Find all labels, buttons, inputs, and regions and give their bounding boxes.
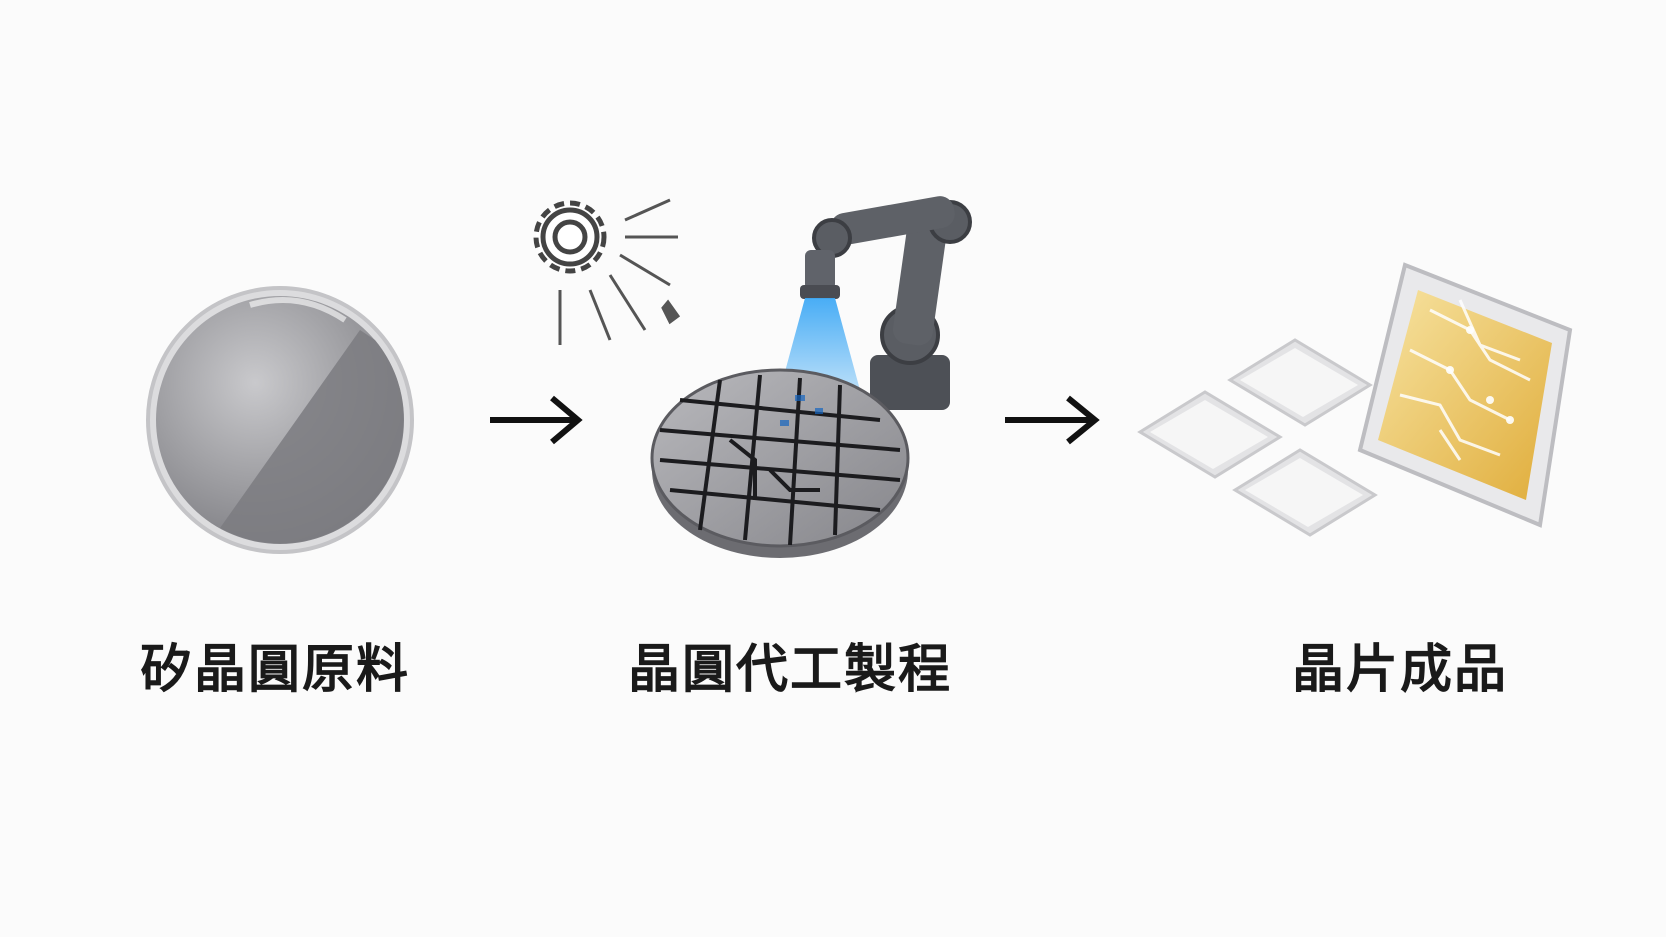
finished-chips-icon [1137,262,1573,537]
light-rays-icon [558,198,681,345]
robot-arm-icon [800,196,972,410]
step-label-wafer-fabrication: 晶圓代工製程 [628,640,953,700]
step-label-silicon-wafer: 矽晶圓原料 [140,640,411,700]
arrow-right-icon [1005,395,1100,445]
chip-icon [1227,338,1373,427]
chip-icon [1232,448,1378,537]
patterned-wafer-icon [650,368,910,558]
arrow-right-icon [490,395,583,445]
silicon-wafer-icon [146,286,414,554]
chip-icon [1137,390,1283,479]
light-beam-icon [780,298,860,390]
gold-circuit-chip-icon [1357,262,1573,528]
wafer-fabrication-icon [533,196,972,558]
step-label-finished-chips: 晶片成品 [1291,640,1508,700]
gear-icon [533,200,607,274]
